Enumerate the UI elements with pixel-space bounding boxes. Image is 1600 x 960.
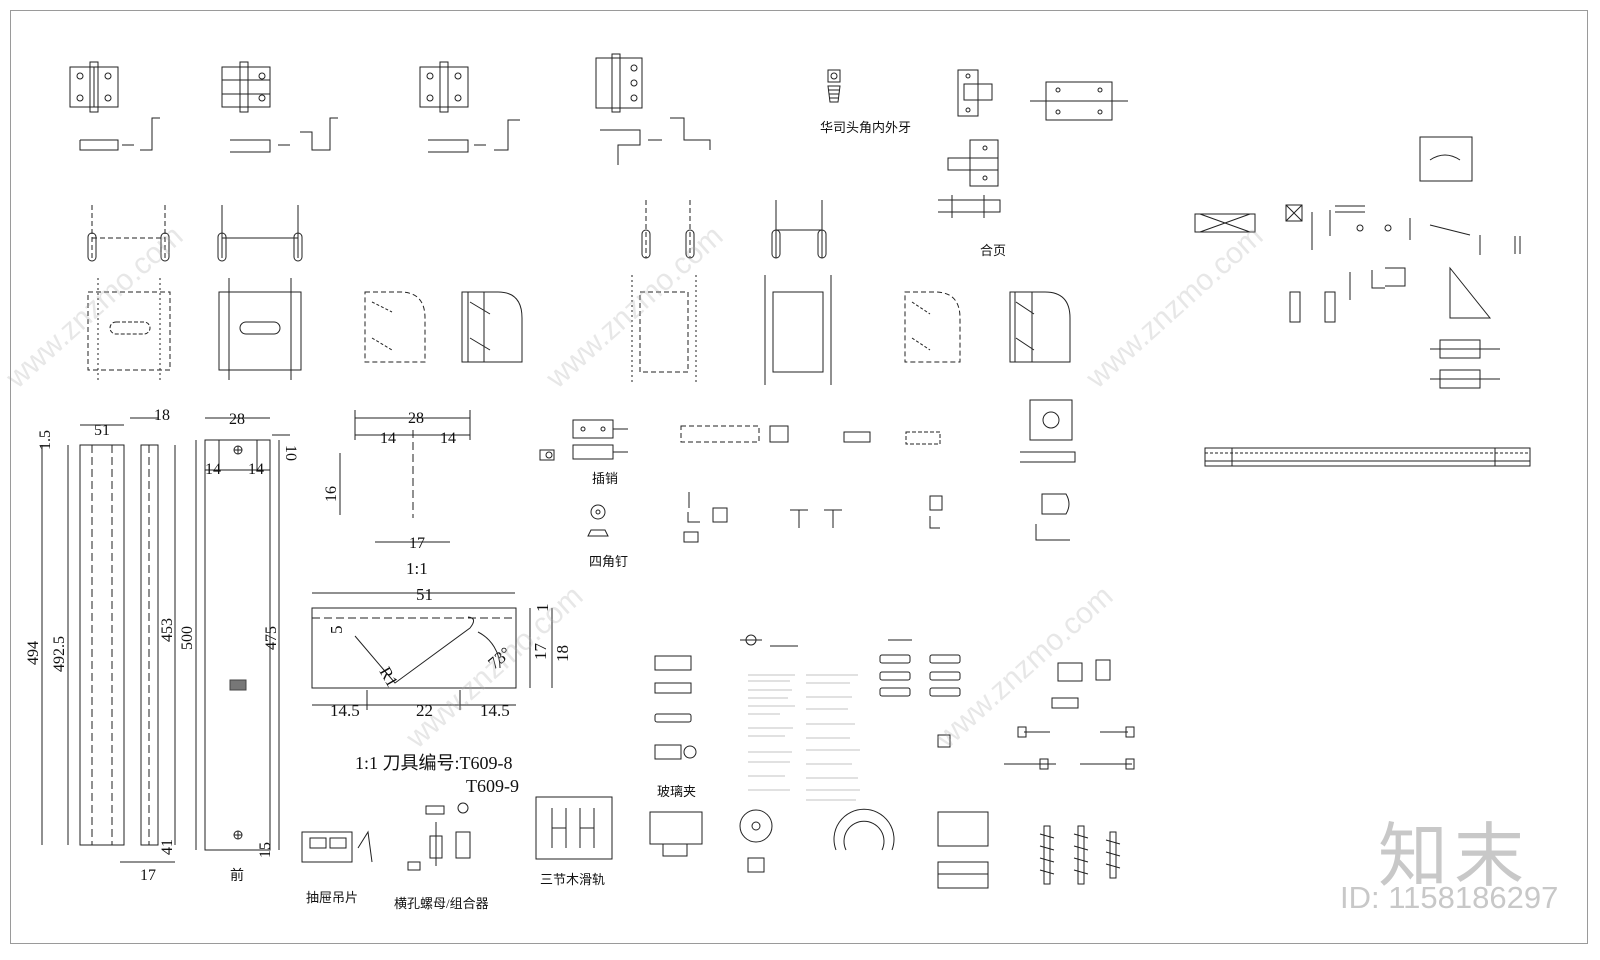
washer-nut-drawing xyxy=(827,69,841,103)
cutter-caption-1: 1:1 刀具编号:T609-8 xyxy=(355,753,513,773)
dim-cutter-r1: R1 xyxy=(376,664,402,691)
watermark-id: ID: 1158186297 xyxy=(1340,880,1559,915)
bracket-side-4 xyxy=(771,200,827,259)
plate-hook-2 xyxy=(461,291,523,363)
cross-nut-drawing xyxy=(407,802,471,871)
dim-51: 51 xyxy=(94,422,110,439)
hinge-drawing-3 xyxy=(419,61,520,153)
dim-492-5: 492.5 xyxy=(51,636,68,672)
three-slide-drawing xyxy=(535,796,613,860)
dim-475: 475 xyxy=(263,626,280,650)
dim-cutter-73: 73° xyxy=(484,643,514,673)
dim-500: 500 xyxy=(179,626,196,650)
label-front: 前 xyxy=(230,867,244,884)
small-pins-drawing xyxy=(683,492,1070,543)
round-fittings-drawing xyxy=(739,634,895,873)
dim-cutter-14-5b: 14.5 xyxy=(480,701,510,720)
spec-text-block xyxy=(748,674,860,801)
label-cross-nut: 横孔螺母/组合器 xyxy=(394,896,489,911)
plate-hook-3 xyxy=(904,291,961,363)
dim-28: 28 xyxy=(229,411,245,428)
plate-front-3 xyxy=(631,275,697,385)
plate-front-1 xyxy=(87,278,171,380)
bracket-side-3 xyxy=(641,200,695,259)
hinge-drawing-1 xyxy=(69,61,160,151)
dim-cutter-17: 17 xyxy=(531,643,550,661)
dim-1-5: 1.5 xyxy=(37,430,54,450)
label-four-prong-nut: 四角钉 xyxy=(589,554,628,569)
dim-cutter-18: 18 xyxy=(553,645,572,662)
dim-494: 494 xyxy=(25,641,42,665)
dim-small-28: 28 xyxy=(408,410,424,427)
label-glass-clip: 玻璃夹 xyxy=(657,784,696,799)
screw-drawing xyxy=(1039,825,1121,885)
dim-cutter-5: 5 xyxy=(327,626,346,635)
label-washer-nut: 华司头角内外牙 xyxy=(820,120,911,135)
dim-cutter-22: 22 xyxy=(416,701,433,720)
dim-41: 41 xyxy=(159,839,176,855)
bracket-side-1 xyxy=(87,205,170,262)
dim-17: 17 xyxy=(140,867,156,884)
label-three-slide: 三节木滑轨 xyxy=(540,872,605,887)
dowel-drawing xyxy=(879,639,989,889)
slide-rail-drawing xyxy=(1204,447,1531,467)
cutter-drawing xyxy=(311,592,553,710)
plate-front-4 xyxy=(764,275,832,385)
label-latch: 插销 xyxy=(592,471,618,486)
dim-cutter-51: 51 xyxy=(416,585,433,604)
dim-cutter-1: 1 xyxy=(533,604,552,613)
hinge-drawing-2 xyxy=(221,61,338,153)
drawer-hanger-drawing xyxy=(301,830,373,863)
dim-14-left: 14 xyxy=(205,461,221,478)
dim-14-right: 14 xyxy=(248,461,264,478)
dim-small-14b: 14 xyxy=(440,430,456,447)
plate-front-2 xyxy=(218,278,302,380)
dim-10: 10 xyxy=(282,445,299,461)
long-strip-drawings xyxy=(41,417,290,863)
dim-18: 18 xyxy=(154,407,170,424)
hinge-group-drawing xyxy=(938,69,1128,218)
small-dim-drawing xyxy=(339,410,471,543)
latch-drawing xyxy=(539,399,1076,463)
four-prong-nut-drawing xyxy=(587,504,609,537)
plate-hook-4 xyxy=(1009,291,1071,363)
dim-small-14a: 14 xyxy=(380,430,396,447)
glass-clip-drawing xyxy=(649,655,703,857)
cutter-caption-2: T609-9 xyxy=(466,776,519,796)
fitting-cluster-drawing xyxy=(1194,136,1521,389)
dim-453: 453 xyxy=(159,618,176,642)
dim-small-16: 16 xyxy=(323,486,340,502)
dim-15: 15 xyxy=(257,842,274,858)
label-drawer-hanger: 抽屉吊片 xyxy=(306,890,358,905)
scale-label: 1:1 xyxy=(406,559,428,578)
label-hinge: 合页 xyxy=(980,243,1006,258)
plate-hook-1 xyxy=(364,291,426,363)
watermark-logo: 知末 xyxy=(1378,817,1530,895)
dim-cutter-14-5a: 14.5 xyxy=(330,701,360,720)
bracket-side-2 xyxy=(217,205,303,262)
dim-small-17: 17 xyxy=(409,535,425,552)
hinge-drawing-4 xyxy=(595,53,711,165)
bolt-drawing xyxy=(1004,659,1135,770)
